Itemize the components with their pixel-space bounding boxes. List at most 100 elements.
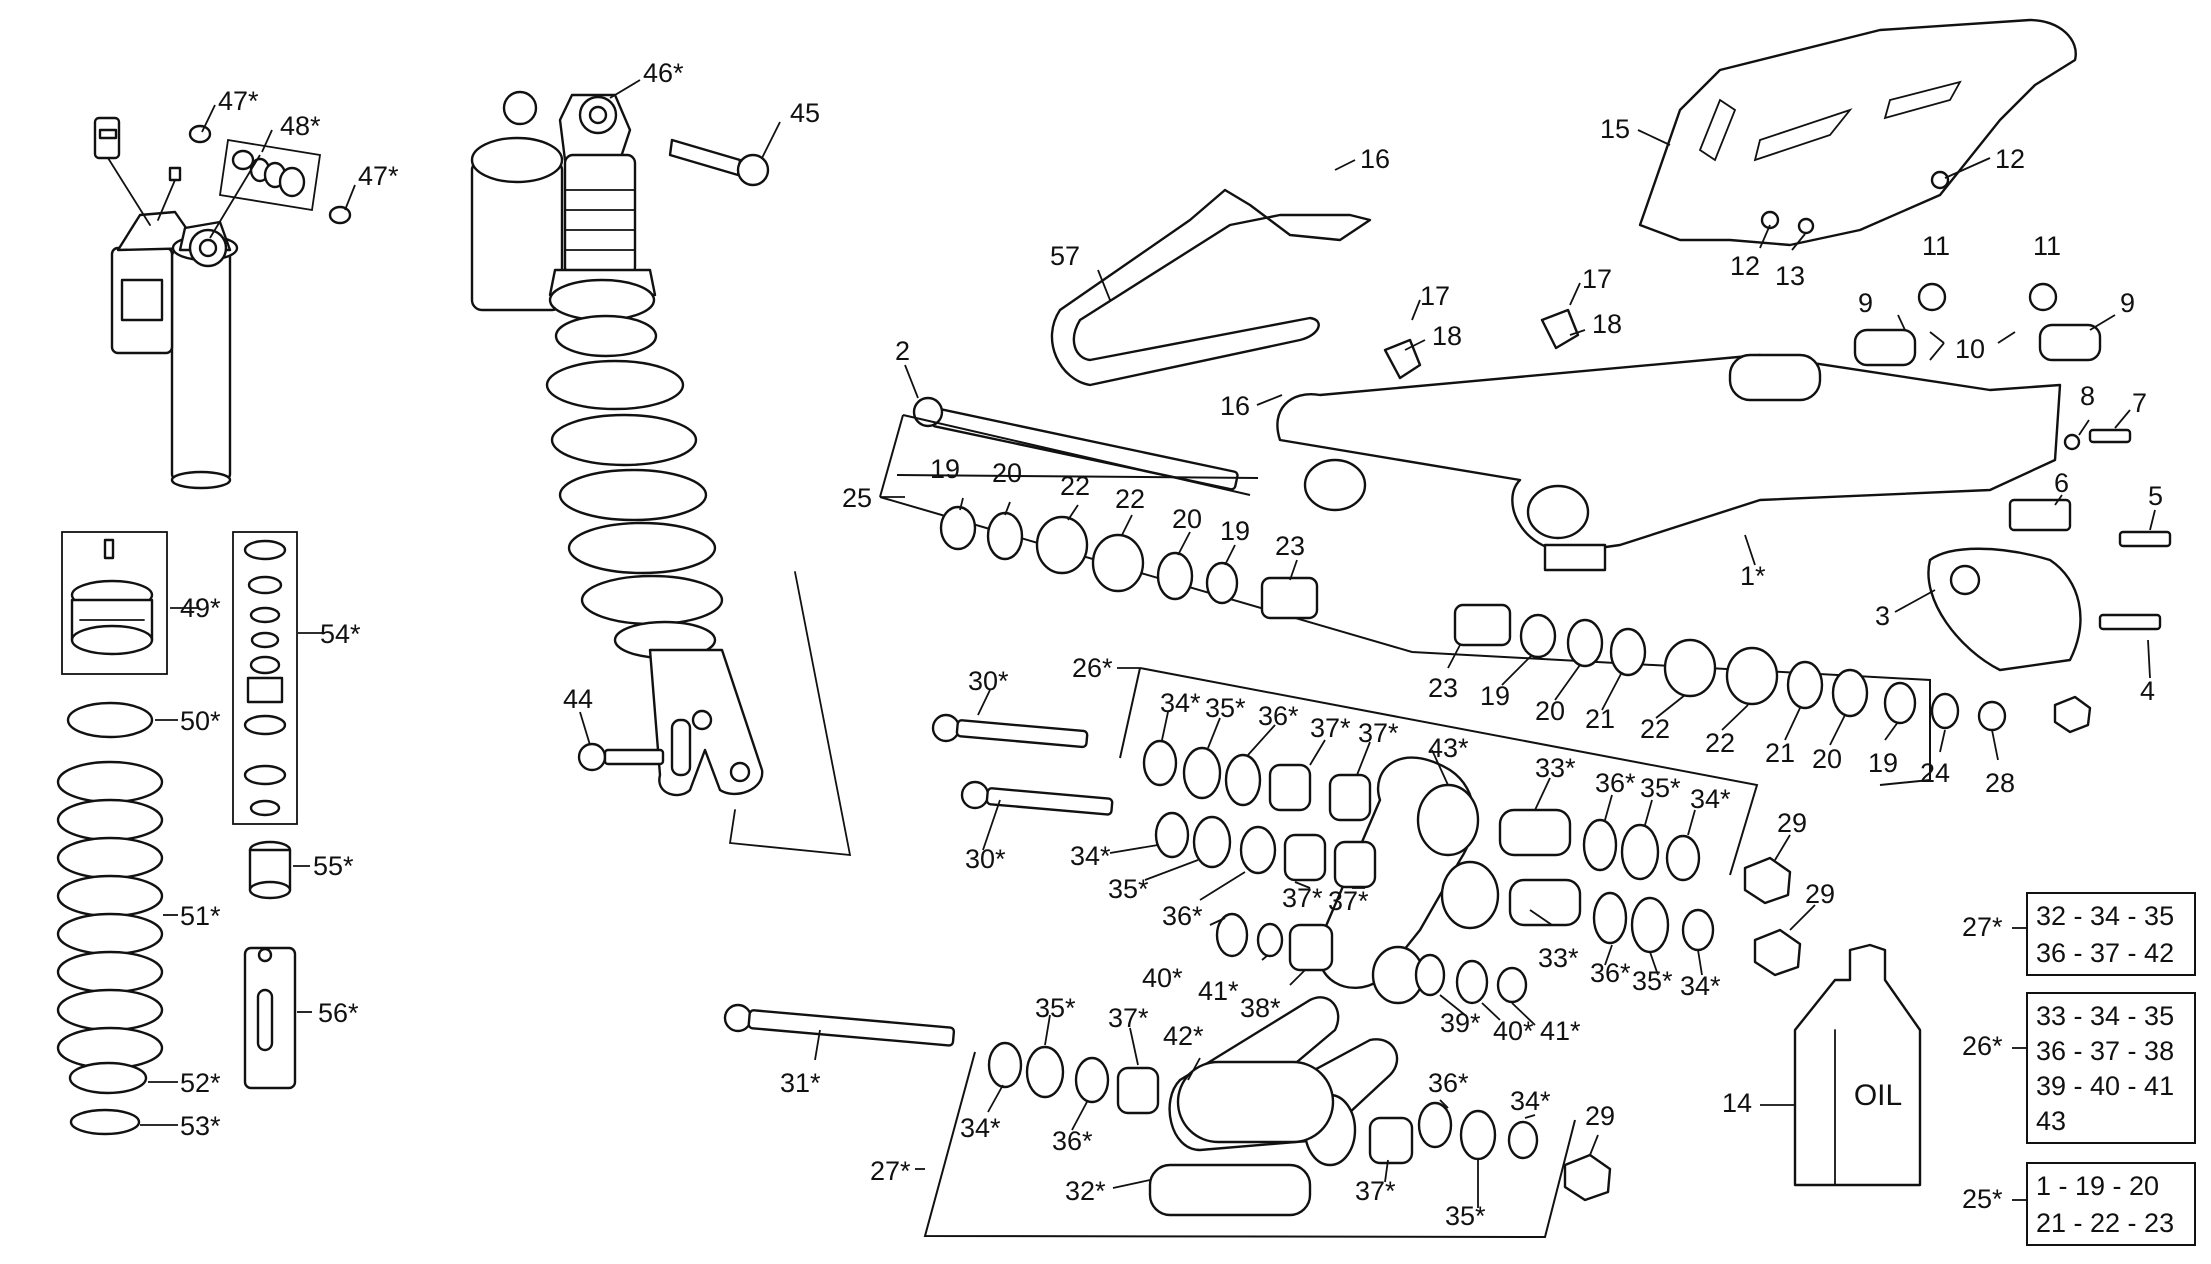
- callout-19: 19: [1480, 681, 1510, 711]
- callout-22: 22: [1640, 714, 1670, 744]
- callout-13: 13: [1775, 261, 1805, 291]
- callout-38: 38*: [1240, 993, 1281, 1023]
- callout-36: 36*: [1428, 1068, 1469, 1098]
- spring-seat-50-drawing: [66, 701, 154, 739]
- callout-10: 10: [1955, 334, 1985, 364]
- callout-34: 34*: [1510, 1086, 1551, 1116]
- callout-19: 19: [930, 454, 960, 484]
- washer-8-drawing: [2063, 433, 2081, 451]
- group-box-line: 21 - 22 - 23: [2036, 1208, 2174, 1238]
- callout-15: 15: [1600, 114, 1630, 144]
- callout-33: 33*: [1535, 753, 1576, 783]
- callout-18: 18: [1592, 309, 1622, 339]
- reservoir-shock-drawing: [93, 116, 239, 490]
- bolt-4-drawing: [2098, 613, 2162, 631]
- bolt-44-drawing: [577, 742, 665, 772]
- callout-9: 9: [2120, 288, 2135, 318]
- callout-20: 20: [1535, 696, 1565, 726]
- callout-8: 8: [2080, 381, 2095, 411]
- oil-bottle-14-drawing: OIL: [1793, 943, 1922, 1187]
- callout-16: 16: [1220, 391, 1250, 421]
- callout-30: 30*: [968, 666, 1009, 696]
- washer-13-drawing: [1797, 217, 1815, 235]
- callout-37: 37*: [1328, 886, 1369, 916]
- callout-20: 20: [1172, 504, 1202, 534]
- group-box-line: 36 - 37 - 38: [2036, 1036, 2174, 1066]
- callout-37: 37*: [1355, 1176, 1396, 1206]
- bolt-7-drawing: [2088, 428, 2132, 444]
- callout-35: 35*: [1205, 693, 1246, 723]
- callout-22: 22: [1060, 471, 1090, 501]
- group-box-27: 27* 32 - 34 - 35 36 - 37 - 42: [1962, 892, 2196, 976]
- callout-25: 25: [842, 483, 872, 513]
- callout-36: 36*: [1258, 701, 1299, 731]
- link-42-drawing: [1168, 996, 1399, 1167]
- cap-11b-drawing: [2028, 282, 2058, 312]
- callout-36: 36*: [1162, 901, 1203, 931]
- callout-7: 7: [2132, 388, 2147, 418]
- callout-22: 22: [1705, 728, 1735, 758]
- group-box-26: 26* 33 - 34 - 35 36 - 37 - 38 39 - 40 - …: [1962, 992, 2196, 1144]
- bearing-row-upper: [939, 505, 1319, 620]
- group-box-line: 1 - 19 - 20: [2036, 1171, 2159, 1201]
- callout-12: 12: [1730, 251, 1760, 281]
- callout-21: 21: [1585, 704, 1615, 734]
- callout-34: 34*: [1070, 841, 1111, 871]
- callout-labels: 47* 48* 47* 46* 45 16 57 15 12 12 13 11 …: [180, 58, 2163, 1231]
- callout-35: 35*: [1108, 874, 1149, 904]
- bolt-30b-drawing: [960, 780, 1114, 816]
- callout-19: 19: [1868, 748, 1898, 778]
- callout-29: 29: [1777, 808, 1807, 838]
- callout-47: 47*: [358, 161, 399, 191]
- callout-32: 32*: [1065, 1176, 1106, 1206]
- pad-9a-drawing: [1853, 328, 1917, 367]
- chain-slider-57-drawing: [1050, 188, 1372, 387]
- callout-34: 34*: [960, 1113, 1001, 1143]
- callout-5: 5: [2148, 481, 2163, 511]
- callout-49: 49*: [180, 593, 221, 623]
- callout-51: 51*: [180, 901, 221, 931]
- callout-19: 19: [1220, 516, 1250, 546]
- chain-adjuster-3-drawing: [1927, 547, 2082, 672]
- preload-collar-49-drawing: [61, 531, 168, 675]
- clamp-18b-drawing: [1540, 308, 1580, 350]
- callout-14: 14: [1722, 1088, 1752, 1118]
- main-shock-46-drawing: [470, 90, 764, 797]
- callout-37: 37*: [1310, 713, 1351, 743]
- chain-guard-15-drawing: [1638, 18, 2077, 247]
- spring-guide-52-drawing: [68, 1061, 148, 1095]
- leader-lines: [140, 79, 2156, 1208]
- callout-40: 40*: [1493, 1016, 1534, 1046]
- callout-35: 35*: [1640, 773, 1681, 803]
- callout-33: 33*: [1538, 943, 1579, 973]
- callout-4: 4: [2140, 676, 2155, 706]
- callout-2: 2: [895, 336, 910, 366]
- group-box-ref: 27*: [1962, 912, 2003, 942]
- callout-27: 27*: [870, 1156, 911, 1186]
- callout-34: 34*: [1680, 971, 1721, 1001]
- callout-11: 11: [1922, 231, 1950, 261]
- group-box-ref: 25*: [1962, 1184, 2003, 1214]
- callout-29: 29: [1585, 1101, 1615, 1131]
- screw-12b-drawing: [1930, 170, 1950, 190]
- clamp-18a-drawing: [1383, 338, 1422, 380]
- cap-11a-drawing: [1917, 282, 1947, 312]
- seal-kit-48-drawing: [188, 124, 352, 225]
- group-box-line: 32 - 34 - 35: [2036, 901, 2174, 931]
- group-box-line: 43: [2036, 1106, 2066, 1136]
- spring-51-drawing: [56, 760, 164, 1070]
- linkage-bearings-drawing: [1142, 739, 1715, 1005]
- callout-40: 40*: [1142, 963, 1183, 993]
- callout-43: 43*: [1428, 733, 1469, 763]
- group-25-bracket: [879, 414, 1931, 786]
- plate-6-drawing: [2008, 498, 2072, 532]
- bolt-5-drawing: [2118, 530, 2172, 548]
- group-box-line: 39 - 40 - 41: [2036, 1071, 2174, 1101]
- callout-17: 17: [1420, 281, 1450, 311]
- shock-detail-frame: [728, 571, 852, 857]
- callout-54: 54*: [320, 619, 361, 649]
- callout-18: 18: [1432, 321, 1462, 351]
- callout-20: 20: [992, 458, 1022, 488]
- bolt-31-drawing: [723, 1003, 956, 1047]
- callout-17: 17: [1582, 264, 1612, 294]
